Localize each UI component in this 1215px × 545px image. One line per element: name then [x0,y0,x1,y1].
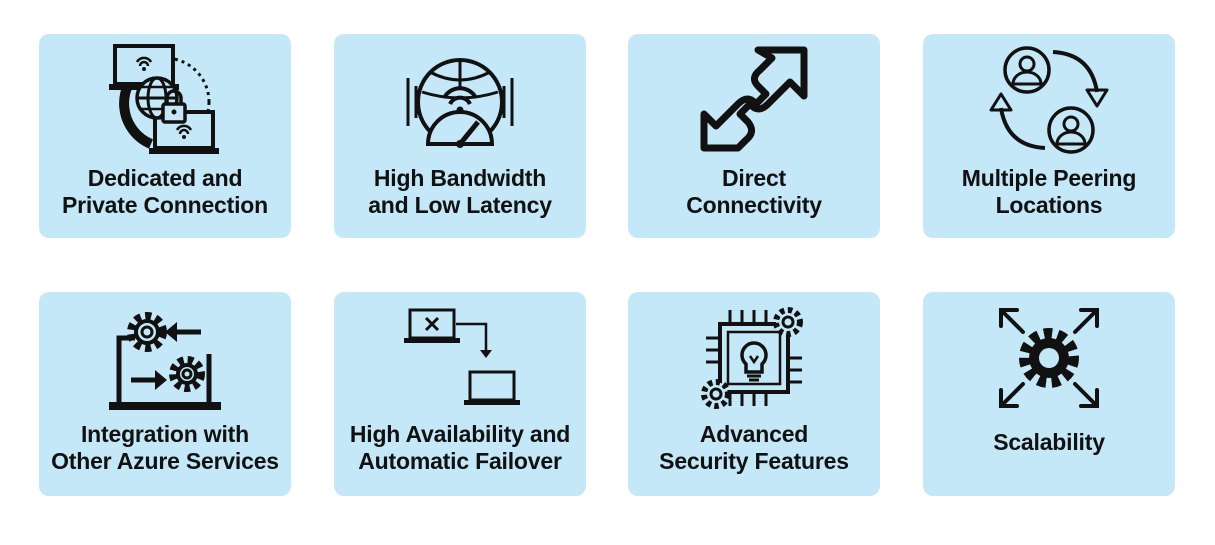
card-high-bandwidth-low-latency: High Bandwidth and Low Latency [334,34,586,238]
security-chip-icon [694,298,814,418]
card-label-line-2: Connectivity [686,192,822,218]
card-multiple-peering-locations: Multiple Peering Locations [923,34,1175,238]
card-label-line-1: Direct [722,165,786,191]
card-label: High Bandwidth and Low Latency [338,154,582,230]
card-dedicated-private-connection: Dedicated and Private Connection [39,34,291,238]
card-label-line-1: Integration with [80,421,249,447]
direct-arrow-icon [694,40,814,160]
card-advanced-security-features: Advanced Security Features [628,292,880,496]
card-scalability: Scalability [923,292,1175,496]
card-high-availability-failover: High Availability and Automatic Failover [334,292,586,496]
peering-users-icon [989,40,1109,160]
card-label-line-1: Multiple Peering [961,165,1137,191]
card-label-line-2: Private Connection [62,192,268,218]
card-label-line-1: Advanced [699,421,809,447]
card-label: Direct Connectivity [632,154,876,230]
private-network-icon [105,40,225,160]
card-label-line-1: Dedicated and [87,165,243,191]
card-label-line-1: Scalability [993,428,1105,455]
card-label: Scalability [927,404,1171,480]
card-label: Dedicated and Private Connection [43,154,287,230]
card-label: Integration with Other Azure Services [43,410,287,486]
scalability-gear-icon [989,298,1109,418]
integration-gears-icon [105,298,225,418]
card-label-line-2: and Low Latency [368,192,552,218]
card-integration-azure-services: Integration with Other Azure Services [39,292,291,496]
failover-icon [400,298,520,418]
card-direct-connectivity: Direct Connectivity [628,34,880,238]
card-label-line-2: Locations [995,192,1103,218]
card-label: Multiple Peering Locations [927,154,1171,230]
card-label-line-2: Other Azure Services [51,448,279,474]
card-label: Advanced Security Features [632,410,876,486]
card-label: High Availability and Automatic Failover [338,410,582,486]
card-label-line-1: High Availability and [349,421,571,447]
card-label-line-2: Automatic Failover [358,448,562,474]
card-label-line-2: Security Features [659,448,849,474]
speedometer-icon [400,40,520,160]
card-label-line-1: High Bandwidth [373,165,547,191]
